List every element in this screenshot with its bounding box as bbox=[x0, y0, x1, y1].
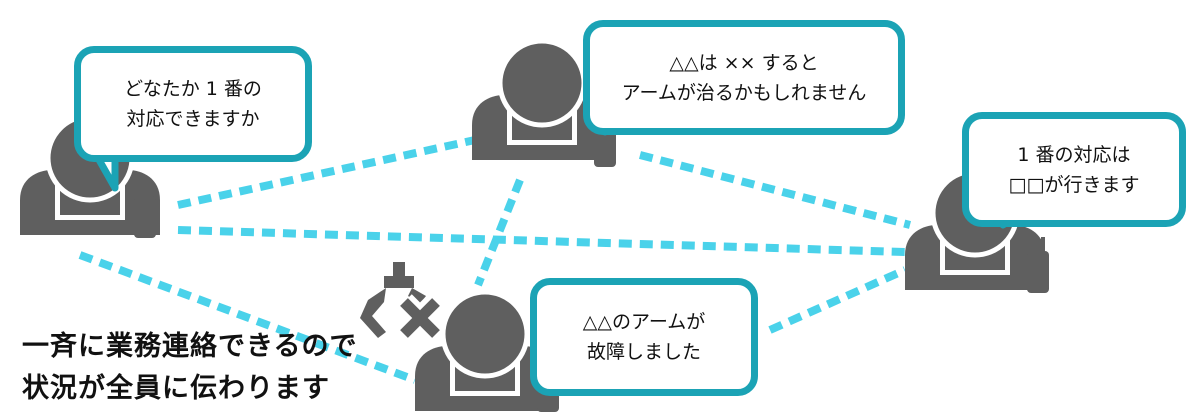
bubble-right-line-1: 1 番の対応は bbox=[1017, 143, 1131, 166]
link-bottom-right bbox=[768, 266, 907, 334]
bubble-bottom-line-1: △△のアームが bbox=[582, 311, 706, 333]
link-left-top bbox=[177, 136, 476, 209]
bubble-left-line-2: 対応できますか bbox=[126, 108, 260, 130]
worker-bottom-icon bbox=[415, 289, 559, 412]
speech-bubble-right: 1 番の対応は □□が行きます bbox=[962, 112, 1186, 227]
bubble-right-line-2: □□が行きます bbox=[1008, 173, 1140, 196]
bubble-top-line-2: アームが治るかもしれません bbox=[621, 81, 867, 104]
caption: 一斉に業務連絡できるので 状況が全員に伝わります bbox=[22, 326, 357, 410]
link-left-bottom bbox=[78, 251, 417, 384]
bubble-bottom-line-2: 故障しました bbox=[586, 341, 701, 363]
caption-line-1: 一斉に業務連絡できるので bbox=[22, 331, 358, 362]
bubble-top-line-1: △△は ×× すると bbox=[669, 51, 819, 74]
robot-arm-broken-icon bbox=[360, 262, 444, 342]
worker-top-icon bbox=[472, 38, 616, 167]
caption-line-2: 状況が全員に伝わります bbox=[22, 373, 330, 404]
bubble-left-line-1: どなたか 1 番の bbox=[124, 78, 262, 100]
speech-bubble-bottom: △△のアームが 故障しました bbox=[530, 278, 758, 396]
link-left-right bbox=[177, 226, 906, 256]
link-top-right bbox=[638, 151, 912, 229]
link-top-bottom bbox=[474, 178, 524, 287]
speech-bubble-left: どなたか 1 番の 対応できますか bbox=[74, 46, 312, 162]
speech-bubble-top: △△は ×× すると アームが治るかもしれません bbox=[583, 20, 905, 135]
